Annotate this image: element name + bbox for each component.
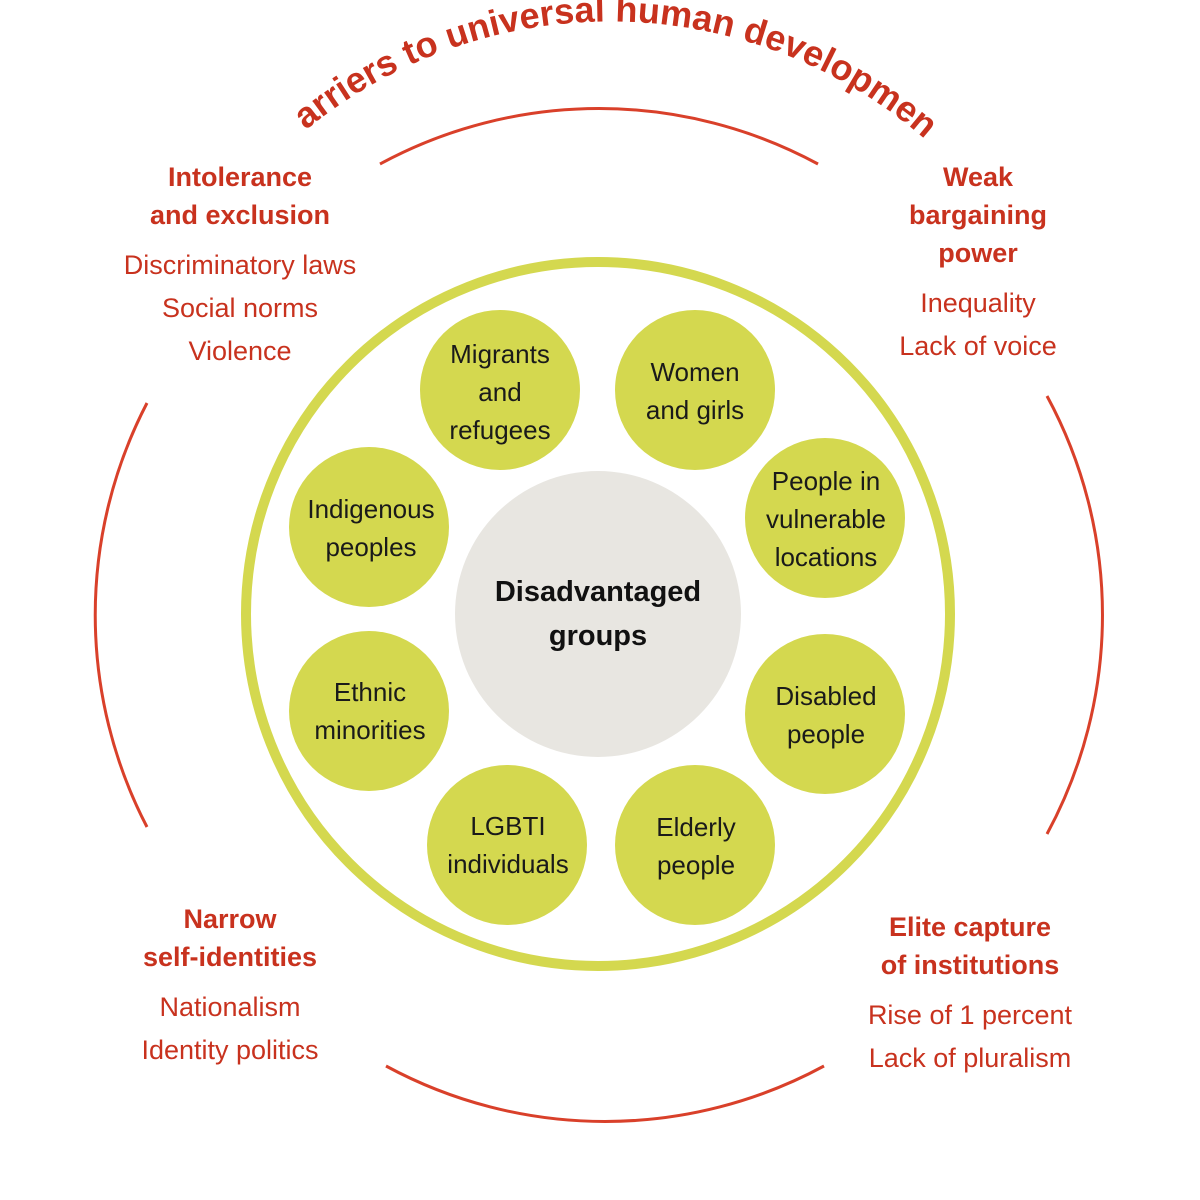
corner-top-right-heading: Weak bargaining power bbox=[858, 158, 1098, 272]
outer-arc-top bbox=[379, 107, 819, 166]
corner-item: Violence bbox=[188, 336, 292, 366]
group-label-line: minorities bbox=[314, 715, 426, 745]
center-circle bbox=[455, 471, 741, 757]
group-label-migrants: Migrants and refugees bbox=[415, 335, 585, 449]
group-label-lgbti: LGBTI individuals bbox=[423, 807, 593, 883]
corner-item: Identity politics bbox=[141, 1035, 319, 1065]
group-label-line: individuals bbox=[447, 849, 569, 879]
corner-item: Nationalism bbox=[159, 992, 301, 1022]
group-label-line: Indigenous bbox=[307, 494, 435, 524]
corner-heading-line: Weak bbox=[942, 162, 1014, 192]
corner-item: Social norms bbox=[161, 293, 319, 323]
corner-item: Lack of pluralism bbox=[868, 1043, 1072, 1073]
group-circle-ethnic-minorities bbox=[289, 631, 449, 791]
corner-heading-line: and exclusion bbox=[149, 200, 331, 230]
group-circle-migrants bbox=[420, 310, 580, 470]
group-label-line: peoples bbox=[325, 532, 417, 562]
corner-bottom-left-heading: Narrow self-identities bbox=[110, 900, 350, 976]
group-label-elderly: Elderly people bbox=[611, 808, 781, 884]
corner-heading-line: Elite capture bbox=[888, 912, 1052, 942]
group-label-line: vulnerable bbox=[766, 504, 886, 534]
group-circle-elderly bbox=[615, 765, 775, 925]
group-label-vulnerable-locations: People in vulnerable locations bbox=[741, 462, 911, 576]
center-label-line: groups bbox=[548, 620, 648, 652]
group-label-line: Elderly bbox=[656, 812, 736, 842]
corner-bottom-right: Elite capture of institutions Rise of 1 … bbox=[840, 908, 1100, 1080]
corner-bottom-right-heading: Elite capture of institutions bbox=[840, 908, 1100, 984]
group-circle-disabled bbox=[745, 634, 905, 794]
corner-top-right: Weak bargaining power Inequality Lack of… bbox=[858, 158, 1098, 368]
outer-arc-right bbox=[1045, 395, 1104, 835]
corner-item: Lack of voice bbox=[899, 331, 1057, 361]
group-label-ethnic-minorities: Ethnic minorities bbox=[285, 673, 455, 749]
corner-heading-line: of institutions bbox=[880, 950, 1060, 980]
group-label-line: refugees bbox=[449, 415, 551, 445]
group-label-line: and bbox=[478, 377, 522, 407]
group-label-line: Ethnic bbox=[333, 677, 407, 707]
outer-arc-bottom bbox=[385, 1064, 825, 1123]
corner-bottom-left: Narrow self-identities Nationalism Ident… bbox=[110, 900, 350, 1072]
corner-top-left-heading: Intolerance and exclusion bbox=[110, 158, 370, 234]
group-label-line: LGBTI bbox=[470, 811, 546, 841]
corner-top-right-items: Inequality Lack of voice bbox=[858, 282, 1098, 368]
corner-top-left-items: Discriminatory laws Social norms Violenc… bbox=[110, 244, 370, 373]
group-label-line: Women bbox=[650, 357, 740, 387]
corner-item: Rise of 1 percent bbox=[867, 1000, 1073, 1030]
group-label-indigenous: Indigenous peoples bbox=[286, 490, 456, 566]
group-label-disabled: Disabled people bbox=[741, 677, 911, 753]
corner-item: Inequality bbox=[920, 288, 1036, 318]
corner-heading-line: bargaining bbox=[908, 200, 1047, 230]
group-label-line: locations bbox=[774, 542, 878, 572]
group-label-line: People in bbox=[771, 466, 881, 496]
group-circles bbox=[289, 310, 905, 925]
center-label: Disadvantaged groups bbox=[468, 570, 728, 658]
group-circle-vulnerable-locations bbox=[745, 438, 905, 598]
group-label-line: and girls bbox=[645, 395, 745, 425]
group-label-line: people bbox=[786, 719, 866, 749]
diagram-title-path: Barriers to universal human development bbox=[0, 0, 946, 145]
outer-arc-left bbox=[93, 402, 149, 828]
corner-bottom-right-items: Rise of 1 percent Lack of pluralism bbox=[840, 994, 1100, 1080]
corner-heading-line: Intolerance bbox=[167, 162, 313, 192]
group-label-line: Migrants bbox=[450, 339, 550, 369]
group-circle-lgbti bbox=[427, 765, 587, 925]
group-circle-indigenous bbox=[289, 447, 449, 607]
group-circle-women bbox=[615, 310, 775, 470]
corner-heading-line: Narrow bbox=[183, 904, 277, 934]
center-label-line: Disadvantaged bbox=[494, 576, 702, 608]
group-label-line: Disabled bbox=[775, 681, 877, 711]
group-label-women: Women and girls bbox=[610, 353, 780, 429]
corner-item: Discriminatory laws bbox=[123, 250, 357, 280]
corner-heading-line: power bbox=[938, 238, 1018, 268]
corner-bottom-left-items: Nationalism Identity politics bbox=[110, 986, 350, 1072]
group-label-line: people bbox=[656, 850, 736, 880]
corner-top-left: Intolerance and exclusion Discriminatory… bbox=[110, 158, 370, 373]
inner-ring bbox=[241, 257, 955, 971]
corner-heading-line: self-identities bbox=[142, 942, 318, 972]
diagram-title: Barriers to universal human development bbox=[0, 0, 946, 145]
